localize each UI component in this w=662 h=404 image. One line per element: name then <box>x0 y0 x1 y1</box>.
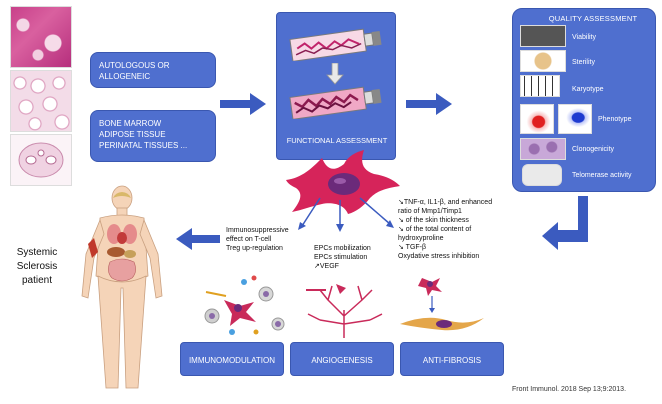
angiogenesis-effects-text: EPCs mobilization EPCs stimulation ↗VEGF <box>314 244 371 271</box>
angiogenesis-box: ANGIOGENESIS <box>290 342 394 376</box>
human-body-anatomy-icon <box>81 185 163 389</box>
angio-effect-line-2: EPCs stimulation <box>314 254 368 261</box>
phenotype-plot-left <box>520 104 554 134</box>
functional-assessment-label: FUNCTIONAL ASSESSMENT <box>286 136 388 145</box>
qa-item-clonogenicity: Clonogenicity <box>572 146 615 153</box>
arrow-return-left-icon <box>542 196 588 250</box>
blood-vessels-illustration <box>306 284 383 338</box>
immuno-effect-line-1: Immunosuppressive <box>226 227 289 234</box>
tissue-source-line-1: BONE MARROW <box>99 119 162 128</box>
immunomodulation-effects-text: Immunosuppressive effect on T-cell Treg … <box>226 226 289 253</box>
tissue-source-line-2: ADIPOSE TISSUE <box>99 130 166 139</box>
donor-type-line-2: ALLOGENEIC <box>99 72 151 81</box>
arrow-down-icon <box>326 63 344 85</box>
umbilical-cord-histology-image <box>10 134 72 186</box>
tissue-source-line-3: PERINATAL TISSUES ... <box>99 141 188 150</box>
immune-cells-illustration <box>204 275 285 335</box>
qa-item-viability: Viability <box>572 34 596 41</box>
patient-label: Systemic Sclerosis patient <box>6 246 68 288</box>
immunomodulation-box: IMMUNOMODULATION <box>180 342 284 376</box>
phenotype-plot-right <box>558 104 592 134</box>
immuno-effect-line-2: effect on T-cell <box>226 236 272 243</box>
fibroblast-illustration <box>400 278 484 331</box>
arrow-left-icon-patient <box>176 228 220 250</box>
quality-assessment-title: QUALITY ASSESSMENT <box>548 14 638 23</box>
fibro-effect-line-3: ↘ of the skin thickness <box>398 217 469 224</box>
citation-text: Front Immunol. 2018 Sep 13;9:2013. <box>512 386 627 393</box>
culture-flask-filled-icon <box>289 86 382 119</box>
qa-item-sterility: Sterility <box>572 59 595 66</box>
arrow-right-icon-2 <box>406 93 452 115</box>
karyotype-image <box>520 75 560 97</box>
qa-item-karyotype: Karyotype <box>572 86 604 93</box>
antifibrosis-effects-text: ↘TNF-α, IL1-β, and enhanced ratio of Mmp… <box>398 198 492 261</box>
donor-type-box: AUTOLOGOUS OR ALLOGENEIC <box>90 52 216 88</box>
qa-item-phenotype: Phenotype <box>598 116 632 123</box>
immuno-effect-line-3: Treg up-regulation <box>226 245 283 252</box>
fibro-effect-line-6: ↘ TGF-β <box>398 244 427 251</box>
fibro-effect-line-5: hydroxyproline <box>398 235 444 242</box>
fibro-effect-line-2: ratio of Mmp1/Timp1 <box>398 208 462 215</box>
fibro-effect-line-7: Oxydative stress inhibition <box>398 253 480 260</box>
angio-effect-line-3: ↗VEGF <box>314 263 339 270</box>
tissue-source-box: BONE MARROW ADIPOSE TISSUE PERINATAL TIS… <box>90 110 216 162</box>
viability-image <box>520 25 566 47</box>
immunomodulation-label: IMMUNOMODULATION <box>188 356 276 365</box>
clonogenicity-image <box>520 138 566 160</box>
arrow-right-icon-1 <box>220 93 266 115</box>
donor-type-line-1: AUTOLOGOUS OR <box>99 61 170 70</box>
bone-marrow-histology-image <box>10 6 72 68</box>
telomerase-device-image <box>522 164 562 186</box>
qa-item-telomerase: Telomerase activity <box>572 172 632 179</box>
sterility-image <box>520 50 566 72</box>
fibro-effect-line-1: ↘TNF-α, IL1-β, and enhanced <box>398 199 493 206</box>
adipose-tissue-histology-image <box>10 70 72 132</box>
culture-flask-icon <box>289 28 382 61</box>
angio-effect-line-1: EPCs mobilization <box>314 245 371 252</box>
effect-arrows-icon <box>298 197 394 232</box>
functional-assessment-box: FUNCTIONAL ASSESSMENT <box>276 12 396 160</box>
patient-label-line-3: patient <box>21 275 53 286</box>
fibro-effect-line-4: ↘ of the total content of <box>398 226 472 233</box>
antifibrosis-label: ANTI-FIBROSIS <box>422 356 482 365</box>
patient-label-line-2: Sclerosis <box>16 261 58 272</box>
mesenchymal-stem-cell-icon <box>286 150 400 214</box>
patient-label-line-1: Systemic <box>16 247 58 258</box>
antifibrosis-box: ANTI-FIBROSIS <box>400 342 504 376</box>
angiogenesis-label: ANGIOGENESIS <box>311 356 373 365</box>
